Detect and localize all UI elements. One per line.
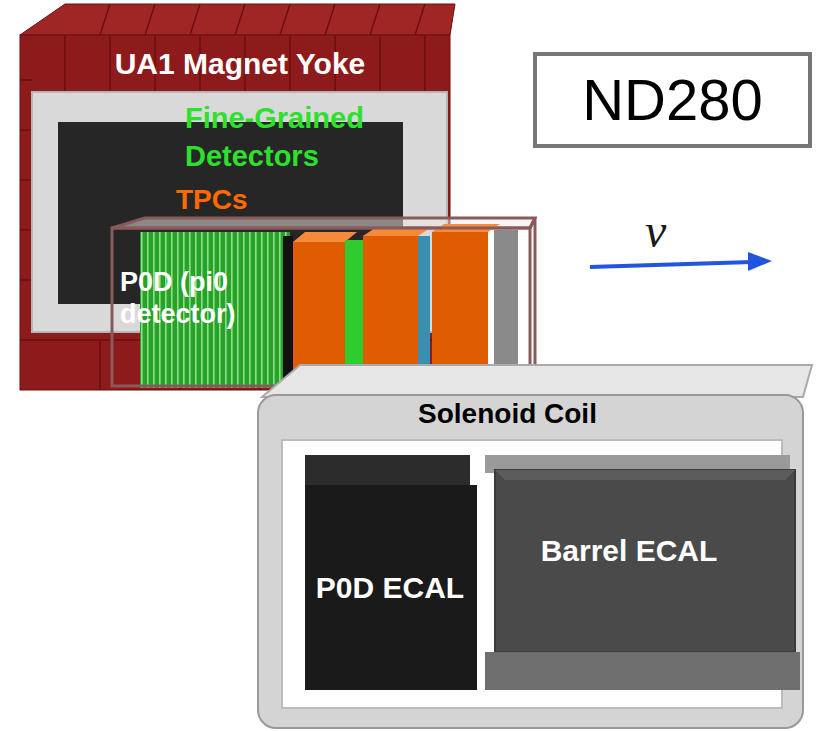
yoke-front-face [20,35,450,390]
neutrino-symbol: ν [645,200,705,262]
fgd-block [418,236,430,384]
node-label: Barrel ECAL [541,533,718,569]
neutrino-arrow-shaft [590,262,752,267]
node-label: ND280 [582,65,763,135]
title-box: ND280 [533,52,812,148]
downstream-ecal-block [494,230,518,380]
solenoid-coil: Solenoid CoilP0D ECAL Barrel ECAL [258,395,803,728]
node-label: UA1 Magnet Yoke [115,46,366,82]
part-label: TPCs [176,182,286,218]
coil-front-face [258,395,803,728]
tpc-block [432,232,488,382]
p0d-detector: P0D (pi0 detector) [118,262,308,384]
magnet-yoke-label-area: UA1 Magnet Yoke [20,0,450,92]
basket-frame [112,228,530,386]
p0d-ecal-top-slab [305,455,470,487]
barrel-ecal: Barrel ECAL [495,470,795,652]
p0d-ecal: P0D ECAL [305,455,475,690]
node-label: Solenoid Coil [418,397,597,431]
node-label: P0D (pi0 detector) [120,266,306,331]
coil-top-face [262,365,812,397]
basket-side [530,218,535,386]
p0d-ecal-block [305,485,477,690]
barrel-ecal-bevel [495,470,795,480]
barrel-ecal-block [495,470,795,652]
node-label: P0D ECAL [316,570,464,606]
p0d-back-plate [283,236,293,388]
yoke-top-face [20,4,455,35]
barrel-ecal-bottom-slab [485,652,800,690]
part-label: Fine-Grained Detectors [185,100,447,175]
yoke-block-seams [20,4,450,390]
neutrino-arrow-head [748,252,772,271]
